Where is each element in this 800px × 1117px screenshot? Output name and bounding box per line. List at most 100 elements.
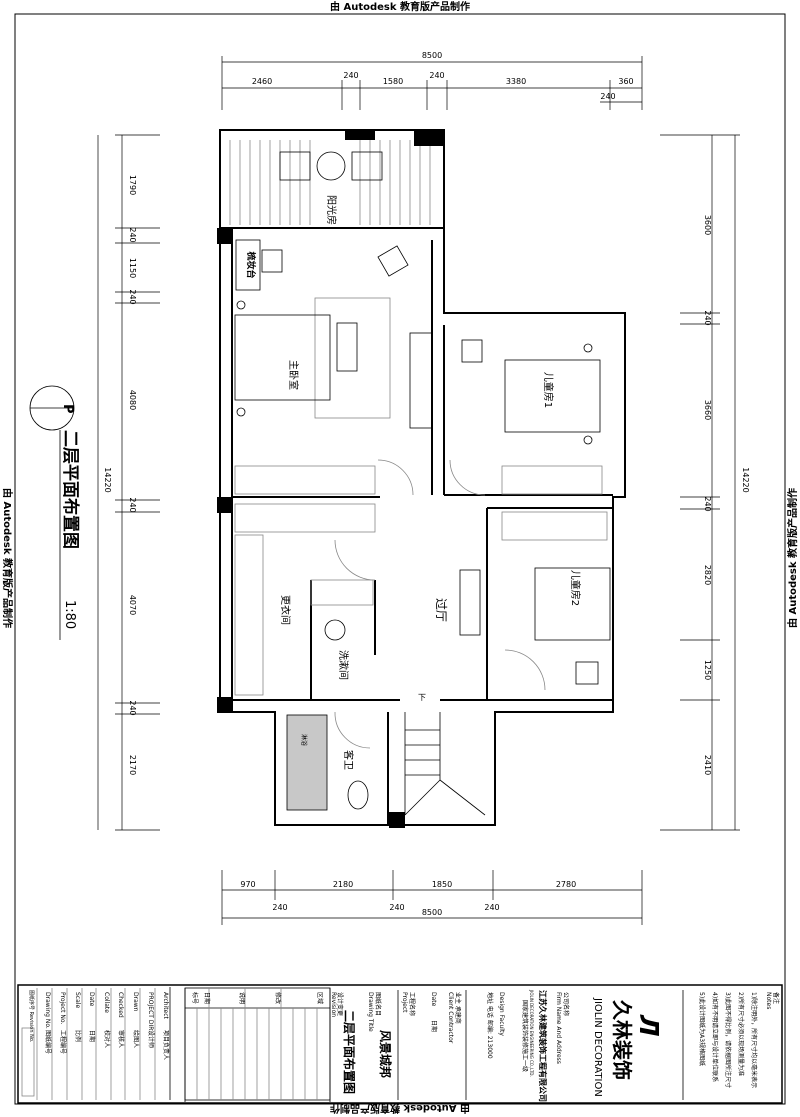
dim-left-total: 14220	[103, 467, 112, 492]
drawing-title-label: 图纸名目	[374, 992, 382, 1016]
child-bed-1	[504, 359, 601, 433]
info-label: Checked	[117, 992, 124, 1018]
client-label-en: Client Contractor	[447, 992, 454, 1044]
title-block: 备注 Notes 1)除注明外，所有尺寸均以毫米表示 2)所有尺寸必须以现场测量…	[17, 984, 783, 1104]
vanity-table	[235, 239, 261, 291]
room-label-guest-bath: 客卫	[342, 750, 355, 770]
note: 5)此设计图纸为A3规格图纸	[698, 992, 706, 1066]
room-label-shower: 淋浴	[300, 734, 308, 746]
revision-header: 修改	[274, 992, 282, 1004]
dim-left-seg: 240	[128, 700, 137, 715]
info-value: 设计师	[147, 1030, 155, 1048]
firm-name-en: JIOLIN DECORATION ENGINEERING CO.,LTD.	[529, 989, 534, 1077]
wash-basin	[324, 619, 346, 641]
drawing-title-left: P 二层平面布置图 1:80	[29, 385, 81, 640]
info-value: 审核人	[117, 1030, 125, 1048]
info-label: Scale	[74, 992, 81, 1008]
logo-mark: Л	[633, 1014, 663, 1037]
info-label: Drawn	[132, 992, 139, 1012]
info-value: 图纸编号	[44, 1030, 52, 1054]
room-label-washroom: 洗漱间	[337, 650, 350, 680]
revision-table: 区域 修改 说明 日期 标号	[184, 987, 331, 1101]
dim-top-seg: 240	[343, 71, 358, 80]
lamp-icon	[236, 300, 246, 310]
dimensions-right: 3600 240 3660 240 2820 1250 2410 14220	[660, 134, 750, 831]
note: 1)除注明外，所有尺寸均以毫米表示	[750, 992, 758, 1088]
drawing-title: 二层平面布置图	[342, 1010, 357, 1094]
info-label: Architect	[162, 992, 169, 1020]
revision-header: 标号	[191, 992, 199, 1004]
room-labels: 阳光房 梳妆台 主卧室 儿童房1 儿童房2 更衣间 过厅 洗漱间 客卫 淋浴 下	[245, 195, 582, 770]
dim-left-seg: 240	[128, 227, 137, 242]
dim-bottom-seg: 2780	[556, 880, 576, 889]
dim-top-seg: 1580	[383, 77, 403, 86]
notes-title: 备注	[772, 992, 780, 1004]
note: 2)所有尺寸必须以现场测量为准	[737, 992, 745, 1076]
dim-left-seg: 4070	[128, 595, 137, 615]
dim-top-total: 8500	[422, 51, 442, 60]
info-label: Collate	[103, 992, 110, 1013]
dim-left-seg: 4080	[128, 390, 137, 410]
info-rows: Architect 项目负责人 PROJECT DIR 设计师 Drawn 绘图…	[21, 988, 170, 1100]
lounge-chair	[351, 151, 383, 181]
revision-label: 设计变更	[336, 992, 344, 1016]
plan-scale: 1:80	[62, 600, 77, 629]
firm-label-en: Firm Name And Address	[555, 992, 562, 1064]
project-label-en: Project	[401, 992, 408, 1013]
dim-top-sub: 240	[600, 92, 615, 101]
info-label: PROJECT DIR	[147, 992, 154, 1030]
note: 3)此图不得比例，请依据图所注尺寸	[724, 992, 732, 1088]
logo-en: JIOLIN DECORATION	[592, 997, 603, 1097]
dimensions-top: 8500 2460 240 1580 240 3380 360 240	[221, 51, 643, 110]
dim-left-seg: 1150	[128, 258, 137, 278]
dim-bottom-sub: 240	[484, 903, 499, 912]
dim-right-seg: 240	[703, 496, 712, 511]
dim-right-seg: 240	[703, 310, 712, 325]
stair-down-label: 下	[418, 693, 426, 702]
room-label-child-room-2: 儿童房2	[569, 570, 582, 606]
dim-top-seg: 240	[429, 71, 444, 80]
lamp-icon	[236, 407, 246, 417]
firm-address: 地址 电话 邮编: 213000	[486, 992, 494, 1059]
firm-dept: 国家建筑装饰装修施工一级	[521, 1000, 529, 1072]
revision-header: 说明	[238, 992, 246, 1004]
room-label-hall: 过厅	[434, 598, 448, 622]
dim-bottom-seg: 2180	[333, 880, 353, 889]
wardrobes	[234, 465, 608, 696]
info-value: 日期	[88, 1030, 96, 1042]
chair	[575, 661, 599, 685]
sheet-border	[14, 13, 786, 1105]
master-bed	[234, 314, 331, 401]
dim-top-seg: 360	[618, 77, 633, 86]
client-label: 业主 承建商	[454, 992, 462, 1024]
design-faculty: Design Faculty	[498, 992, 505, 1036]
dim-right-seg: 3600	[703, 215, 712, 235]
dim-left-seg: 2170	[128, 755, 137, 775]
dim-left-seg: 240	[128, 289, 137, 304]
dim-bottom-total: 8500	[422, 908, 442, 917]
tv-cabinet	[409, 332, 433, 429]
dimensions-left: 1790 240 1150 240 4080 240 4070 240 2170…	[97, 134, 160, 831]
watermark-left: 由 Autodesk 教育版产品制作	[1, 488, 14, 628]
staircase	[404, 712, 486, 816]
dim-right-seg: 3660	[703, 400, 712, 420]
info-label: 图纸序号 Revision No.	[28, 990, 35, 1043]
chair	[461, 339, 483, 363]
dim-right-total: 14220	[741, 467, 750, 492]
dimensions-bottom: 970 2180 1850 2780 240 240 240 8500	[221, 870, 643, 925]
dim-right-seg: 1250	[703, 660, 712, 680]
drawing-title-label-en: Drawing Title	[367, 992, 374, 1032]
firm-label: 公司名称	[562, 992, 570, 1016]
company-logo: Л 久林装饰 JIOLIN DECORATION	[592, 997, 663, 1097]
dim-bottom-seg: 1850	[432, 880, 452, 889]
firm-name: 江苏久林建筑装饰工程有限公司	[538, 990, 548, 1102]
dim-top-seg: 2460	[252, 77, 272, 86]
bench	[336, 322, 358, 372]
room-label-sunroom: 阳光房	[325, 195, 338, 225]
room-label-vanity: 梳妆台	[245, 250, 257, 278]
project-name: 风景城邦	[378, 1030, 393, 1078]
info-value: 项目负责人	[162, 1030, 170, 1060]
armchair	[377, 245, 409, 277]
lounge-chair	[279, 151, 311, 181]
sunroom-decking	[229, 140, 431, 225]
